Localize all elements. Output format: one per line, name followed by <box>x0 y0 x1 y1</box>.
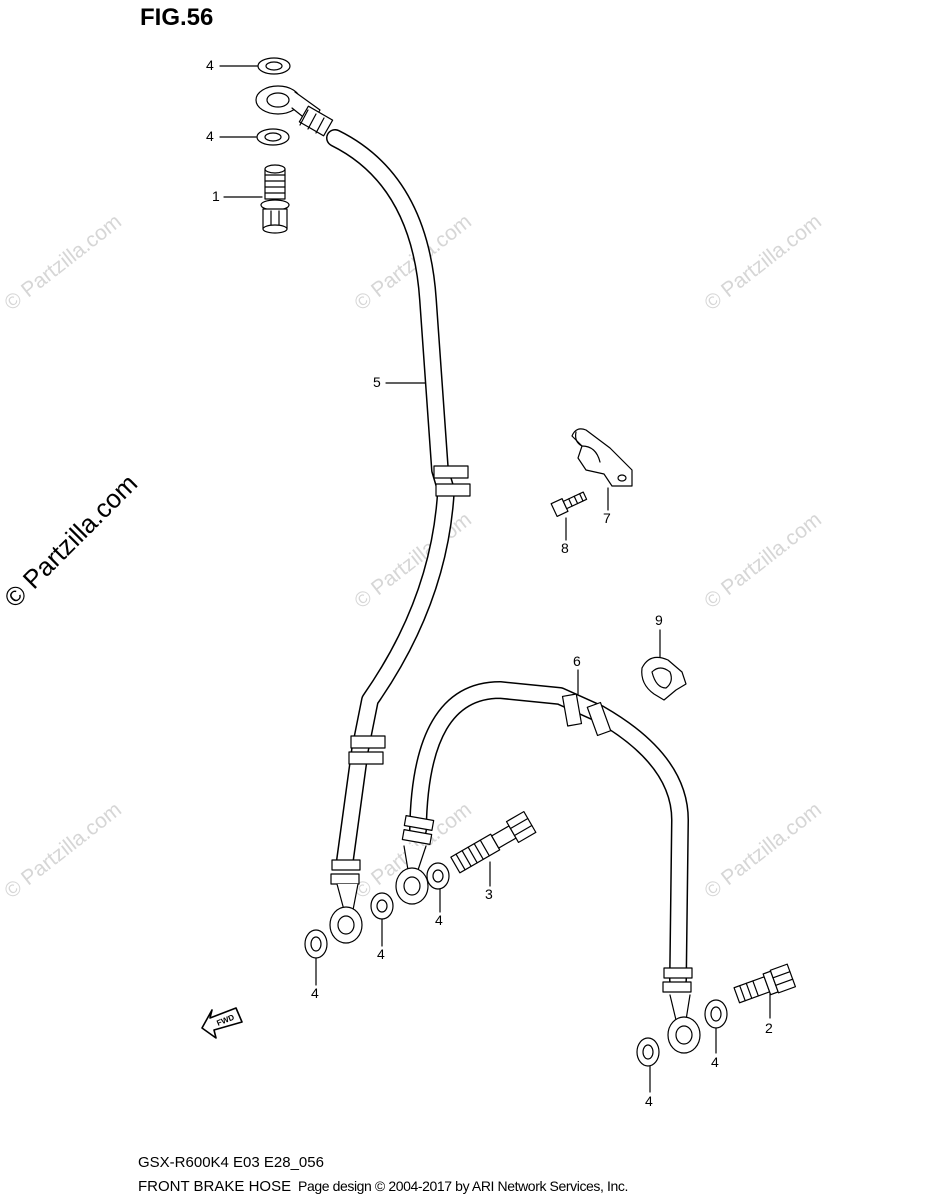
union-bolt <box>733 963 797 1004</box>
washer <box>256 128 290 146</box>
washer <box>704 999 728 1029</box>
banjo-fitting <box>255 85 334 137</box>
hose-collar <box>401 693 693 993</box>
callout-number: 4 <box>377 946 385 962</box>
hose-clamp-bracket <box>571 428 633 487</box>
figure-title: FIG.56 <box>140 4 214 31</box>
washer <box>304 929 328 959</box>
model-code: GSX-R600K4 E03 E28_056 <box>138 1154 324 1171</box>
callout-number: 7 <box>603 510 611 526</box>
callout-number: 5 <box>373 374 381 390</box>
part-name: FRONT BRAKE HOSE <box>138 1178 292 1195</box>
callout-number: 3 <box>485 886 493 902</box>
callout-number: 4 <box>311 985 319 1001</box>
hose-clip <box>641 656 687 701</box>
callout-number: 2 <box>765 1020 773 1036</box>
callout-number: 8 <box>561 540 569 556</box>
callout-number: 4 <box>645 1093 653 1109</box>
washer <box>426 862 450 890</box>
callout-number: 9 <box>655 612 663 628</box>
forward-arrow-icon: FWD <box>201 1007 243 1039</box>
callout-number: 4 <box>206 57 214 73</box>
copyright-notice: Page design © 2004-2017 by ARI Network S… <box>298 1178 628 1194</box>
union-bolt <box>450 811 537 874</box>
callout-number: 4 <box>206 128 214 144</box>
washer <box>257 57 291 75</box>
callout-number: 1 <box>212 188 220 204</box>
hose-collar <box>330 465 471 885</box>
bolt <box>550 491 588 518</box>
washer <box>636 1037 660 1067</box>
callout-number: 4 <box>711 1054 719 1070</box>
washer <box>370 892 394 920</box>
banjo-fitting <box>329 883 363 944</box>
callout-number: 4 <box>435 912 443 928</box>
callout-number: 6 <box>573 653 581 669</box>
union-bolt <box>260 164 290 234</box>
banjo-fitting <box>395 845 429 905</box>
banjo-fitting <box>667 994 701 1054</box>
